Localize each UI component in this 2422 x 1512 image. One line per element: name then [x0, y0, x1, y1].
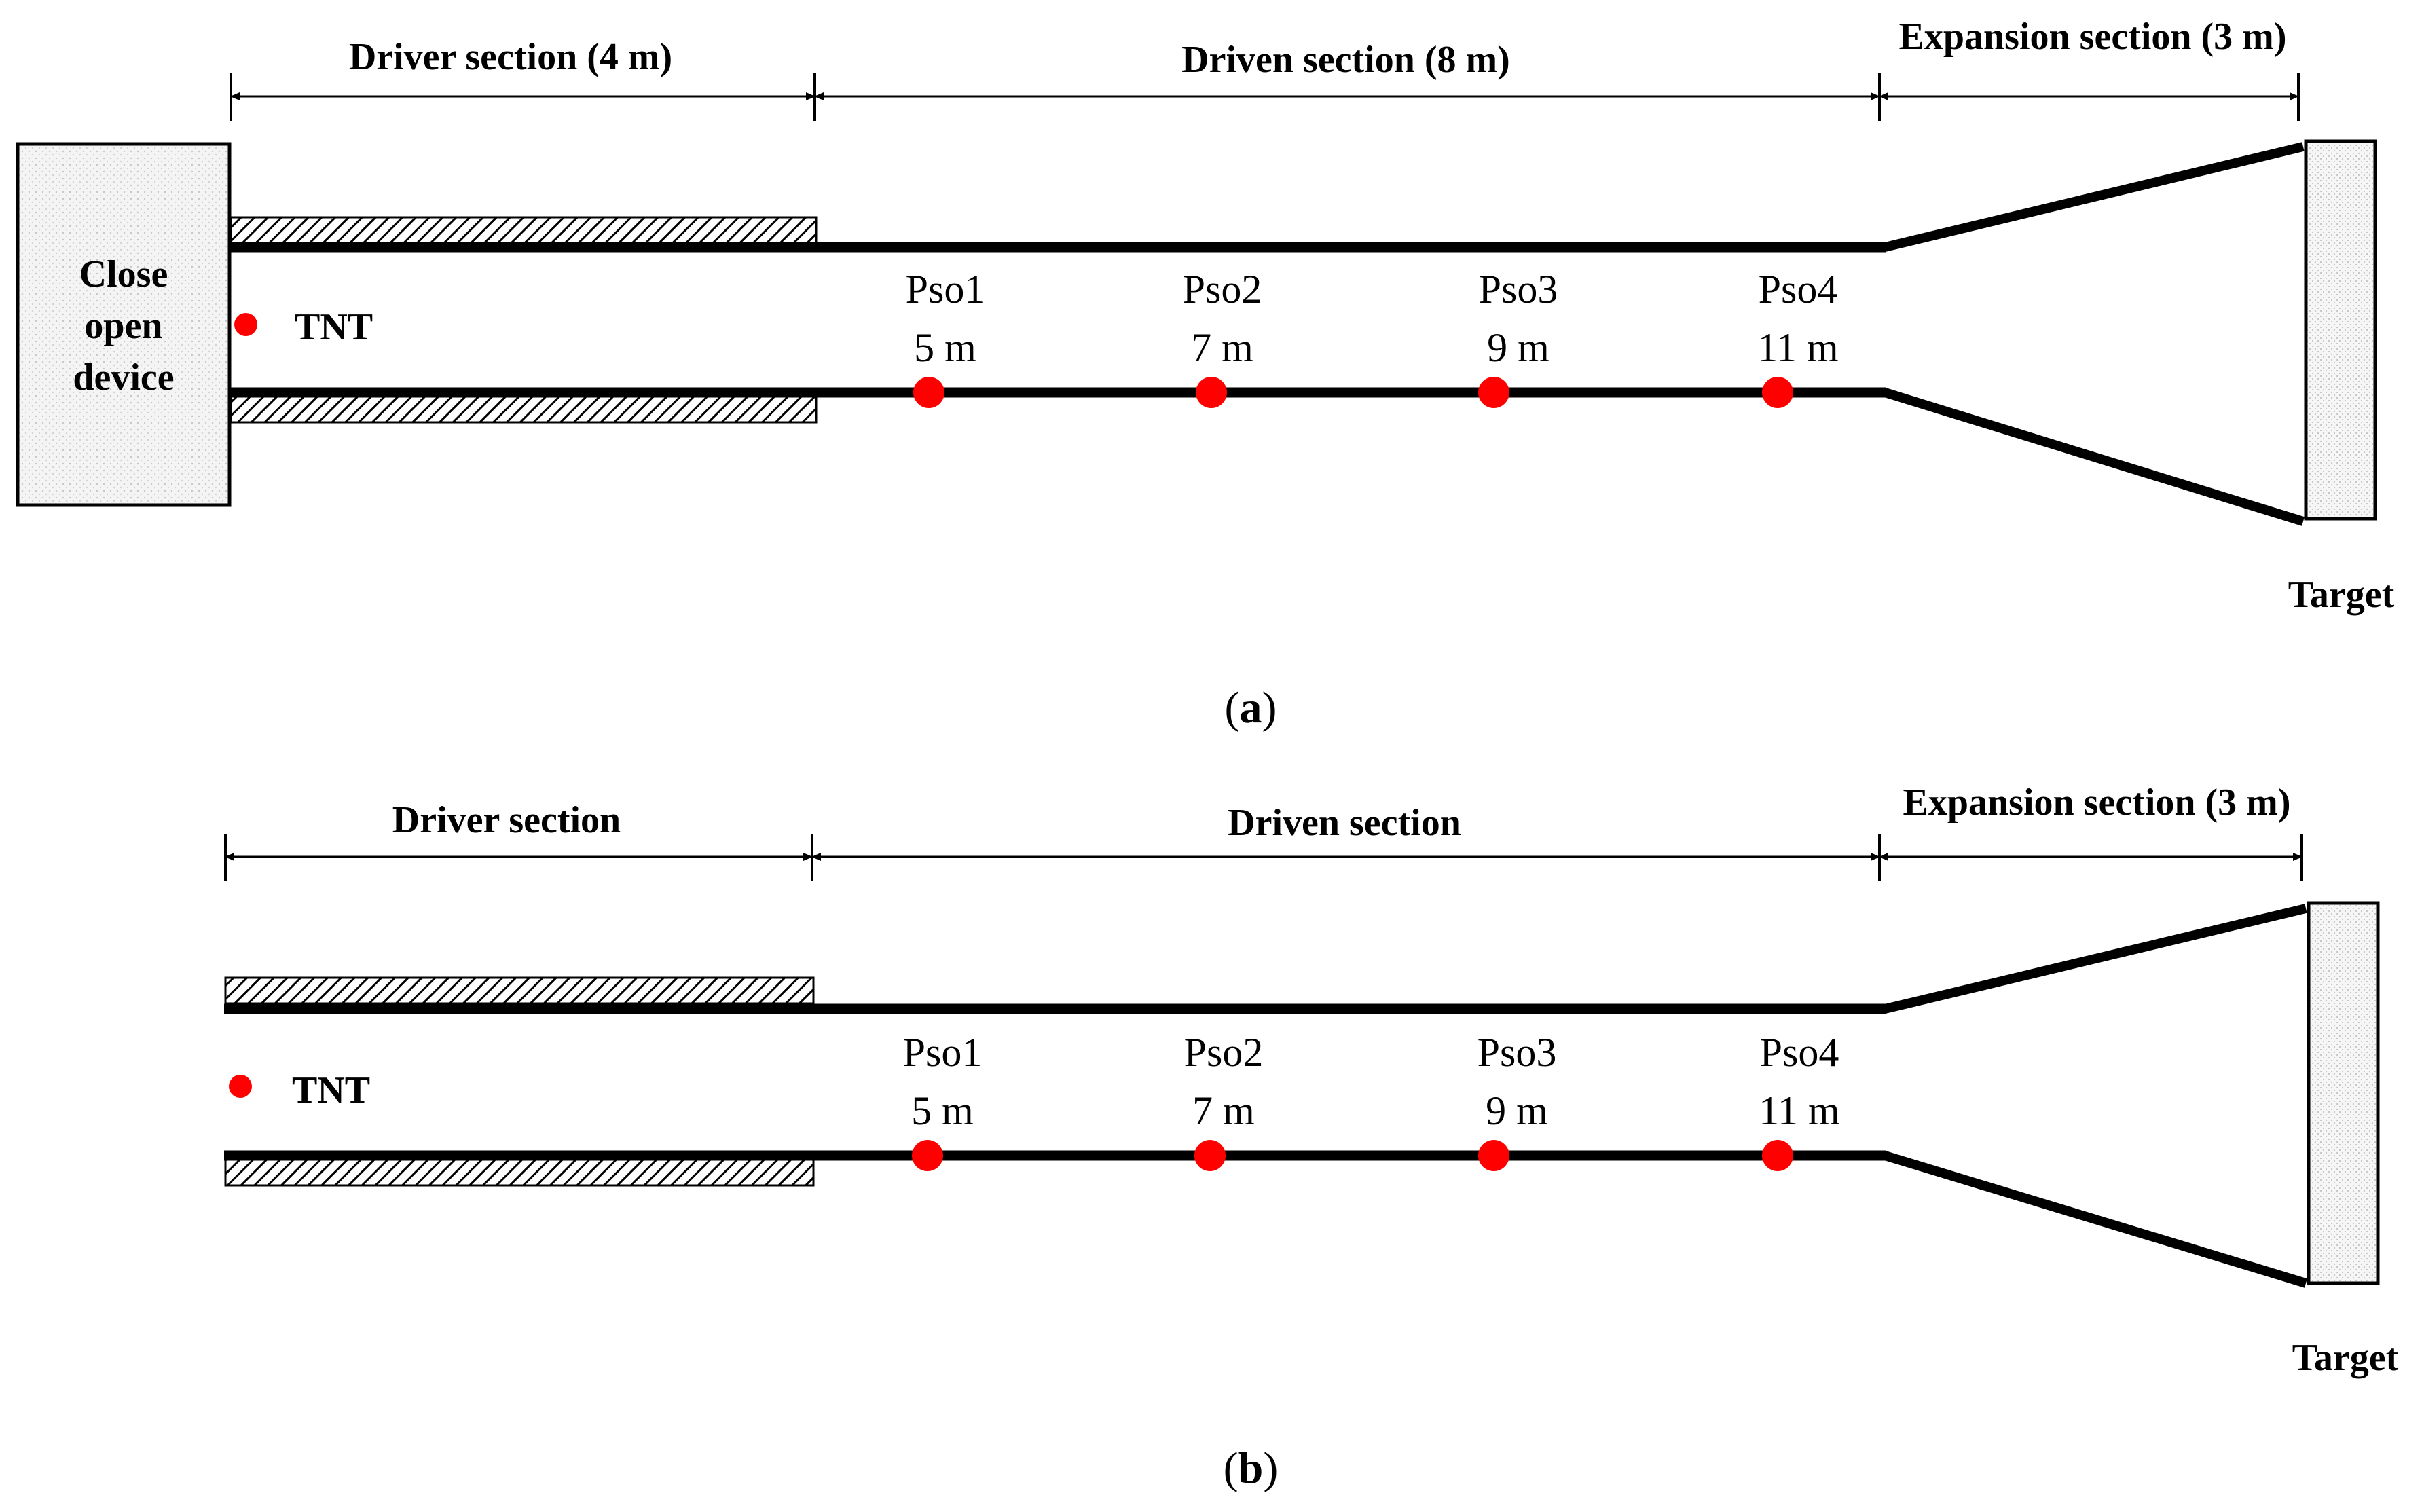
target-plate: [2304, 139, 2377, 521]
expansion-top-wall: [1884, 904, 2307, 1014]
sensor-group: Pso4 11 m: [1759, 1030, 1840, 1171]
sensor-group: Pso2 7 m: [1184, 1030, 1264, 1171]
sensor-name: Pso1: [906, 267, 985, 312]
tnt-charge: [234, 313, 257, 336]
sensor-dot: [1478, 1140, 1509, 1171]
tnt-label: TNT: [295, 306, 373, 348]
driver-wall-top-hatch: [230, 216, 818, 244]
sensor-name: Pso2: [1184, 1030, 1264, 1075]
sensor-dot: [912, 1140, 943, 1171]
driver-wall-bottom-hatch: [224, 1158, 815, 1187]
device-label-line-3: device: [73, 356, 174, 399]
tnt-label: TNT: [292, 1069, 370, 1111]
target-label: Target: [2288, 574, 2395, 616]
driven-section-label: Driven section (8 m): [1181, 39, 1510, 81]
expansion-section-label: Expansion section (3 m): [1899, 16, 2287, 58]
sensor-dot: [1478, 377, 1509, 408]
tnt-charge: [229, 1075, 252, 1098]
driver-section-label: Driver section: [392, 799, 621, 841]
sensor-distance: 9 m: [1487, 325, 1549, 370]
sensor-distance: 11 m: [1757, 325, 1838, 370]
sensor-distance: 9 m: [1486, 1088, 1548, 1133]
sensor-group: Pso1 5 m: [906, 267, 985, 408]
sensor-dot: [1194, 1140, 1226, 1171]
sensor-distance: 7 m: [1191, 325, 1253, 370]
sensor-group: Pso3 9 m: [1478, 1030, 1557, 1171]
driver-wall-top-hatch: [224, 976, 815, 1005]
sensor-distance: 5 m: [911, 1088, 974, 1133]
expansion-bottom-wall: [1883, 1151, 2308, 1288]
sensor-name: Pso4: [1760, 1030, 1839, 1075]
panel-a: Driver section (4 m) Driven section (8 m…: [16, 16, 2395, 733]
driver-wall-bottom-hatch: [230, 395, 818, 424]
sensor-group: Pso2 7 m: [1183, 267, 1262, 408]
device-label-line-1: Close: [79, 253, 168, 295]
sensor-group: Pso4 11 m: [1757, 267, 1839, 408]
panel-caption: (b): [1224, 1443, 1279, 1493]
device-label-line-2: open: [84, 305, 162, 347]
target-plate: [2307, 901, 2380, 1285]
sensor-name: Pso1: [903, 1030, 983, 1075]
sensor-name: Pso2: [1183, 267, 1262, 312]
target-label: Target: [2292, 1337, 2399, 1379]
expansion-bottom-wall: [1883, 388, 2305, 526]
sensor-dot: [1762, 1140, 1793, 1171]
sensor-name: Pso3: [1478, 1030, 1557, 1075]
sensor-distance: 5 m: [914, 325, 976, 370]
panel-b: Driver section Driven section Expansion …: [224, 781, 2399, 1493]
sensor-distance: 11 m: [1759, 1088, 1839, 1133]
expansion-top-wall: [1884, 142, 2305, 252]
close-open-device: [16, 142, 232, 507]
sensor-name: Pso3: [1479, 267, 1558, 312]
panel-caption-letter: b: [1238, 1443, 1264, 1493]
sensor-group: Pso3 9 m: [1478, 267, 1558, 408]
sensor-dot: [1762, 377, 1793, 408]
panel-caption: (a): [1225, 683, 1277, 733]
sensor-distance: 7 m: [1192, 1088, 1255, 1133]
panel-caption-letter: a: [1240, 683, 1262, 733]
sensor-dot: [1196, 377, 1227, 408]
sensor-dot: [913, 377, 944, 408]
sensor-group: Pso1 5 m: [903, 1030, 983, 1171]
driver-section-label: Driver section (4 m): [349, 36, 672, 78]
expansion-section-label: Expansion section (3 m): [1903, 781, 2291, 824]
driven-section-label: Driven section: [1228, 802, 1461, 844]
sensor-name: Pso4: [1759, 267, 1838, 312]
